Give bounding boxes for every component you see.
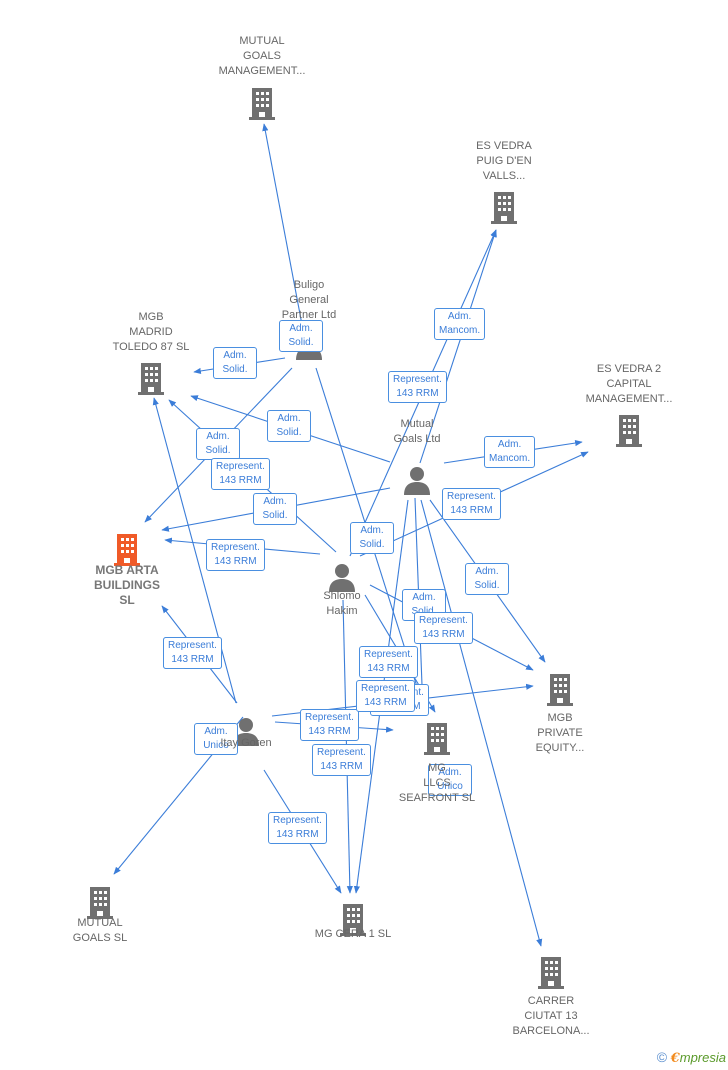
edge-label[interactable]: Adm. Unico xyxy=(194,723,238,755)
node-label-es_vedra_2[interactable]: ES VEDRA 2 CAPITAL MANAGEMENT... xyxy=(585,363,673,405)
edge-label[interactable]: Adm. Solid. xyxy=(196,428,240,460)
building-icon[interactable] xyxy=(538,957,564,989)
node-label-buligo[interactable]: Buligo General Partner Ltd xyxy=(281,279,337,321)
edge-itay-to-mgb_madrid xyxy=(152,397,237,704)
building-icon[interactable] xyxy=(424,723,450,755)
edge-mutual_goals_ltd-to-es_vedra_puig xyxy=(419,229,497,464)
edge-label[interactable]: Adm. Mancom. xyxy=(434,308,486,340)
building-icon[interactable] xyxy=(249,88,275,120)
edge-label[interactable]: Represent. 143 RRM xyxy=(312,744,371,776)
node-label-shlomo[interactable]: Shlomo Hakim xyxy=(323,590,361,617)
person-icon[interactable] xyxy=(404,467,430,495)
edge-label[interactable]: Represent. 143 RRM xyxy=(206,539,265,571)
node-label-mutual_goals_mgmt[interactable]: MUTUAL GOALS MANAGEMENT... xyxy=(218,35,306,77)
edge-label[interactable]: Represent. 143 RRM xyxy=(211,458,270,490)
building-icon[interactable] xyxy=(87,887,113,919)
edge-label[interactable]: Represent. 143 RRM xyxy=(300,709,359,741)
building-icon[interactable] xyxy=(138,363,164,395)
edge-label[interactable]: Adm. Solid. xyxy=(267,410,311,442)
brand-first-letter: € xyxy=(670,1051,680,1066)
node-label-mgb_madrid[interactable]: MGB MADRID TOLEDO 87 SL xyxy=(112,311,190,353)
edge-label[interactable]: Adm. Mancom. xyxy=(484,436,536,468)
edge-label[interactable]: Represent. 143 RRM xyxy=(356,680,415,712)
edge-label[interactable]: Represent. 143 RRM xyxy=(163,637,222,669)
edge-label[interactable]: Adm. Solid. xyxy=(279,320,323,352)
building-icon[interactable] xyxy=(547,674,573,706)
node-label-mg_cera[interactable]: MG CERA 1 SL xyxy=(314,928,392,940)
person-icon[interactable] xyxy=(329,564,355,592)
building-icon[interactable] xyxy=(491,192,517,224)
edge-label[interactable]: Represent. 143 RRM xyxy=(268,812,327,844)
node-label-mgb_arta[interactable]: MGB ARTA BUILDINGS SL xyxy=(94,563,160,607)
edge-label[interactable]: Adm. Solid. xyxy=(213,347,257,379)
edge-label[interactable]: Adm. Unico xyxy=(428,764,472,796)
empresia-watermark: © €mpresia xyxy=(657,1049,726,1066)
building-icon[interactable] xyxy=(616,415,642,447)
node-label-mg_llc_seafront[interactable]: MG LLCS SEAFRONT SL xyxy=(398,762,476,804)
node-label-mgb_private[interactable]: MGB PRIVATE EQUITY... xyxy=(535,712,585,754)
edge-label[interactable]: Represent. 143 RRM xyxy=(414,612,473,644)
edge-label[interactable]: Represent. 143 RRM xyxy=(388,371,447,403)
building-icon[interactable] xyxy=(114,534,140,566)
copyright-symbol: © xyxy=(656,1049,668,1065)
edge-mutual_goals_ltd-to-carrer xyxy=(420,499,543,947)
edge-label[interactable]: Represent. 143 RRM xyxy=(442,488,501,520)
edge-label[interactable]: Adm. Solid. xyxy=(253,493,297,525)
node-label-itay[interactable]: Itay Goren xyxy=(220,737,272,749)
edge-label[interactable]: Adm. Solid. xyxy=(350,522,394,554)
node-label-carrer[interactable]: CARRER CIUTAT 13 BARCELONA... xyxy=(512,995,590,1037)
node-label-es_vedra_puig[interactable]: ES VEDRA PUIG D'EN VALLS... xyxy=(476,140,532,182)
node-label-mutual_goals_ltd[interactable]: Mutual Goals Ltd xyxy=(393,418,441,445)
edge-buligo-to-mutual_goals_mgmt xyxy=(262,123,304,331)
edge-label[interactable]: Represent. 143 RRM xyxy=(359,646,418,678)
node-label-mutual_goals_sl[interactable]: MUTUAL GOALS SL xyxy=(72,917,128,944)
edge-label[interactable]: Adm. Solid. xyxy=(465,563,509,595)
brand-name: mpresia xyxy=(679,1050,726,1065)
